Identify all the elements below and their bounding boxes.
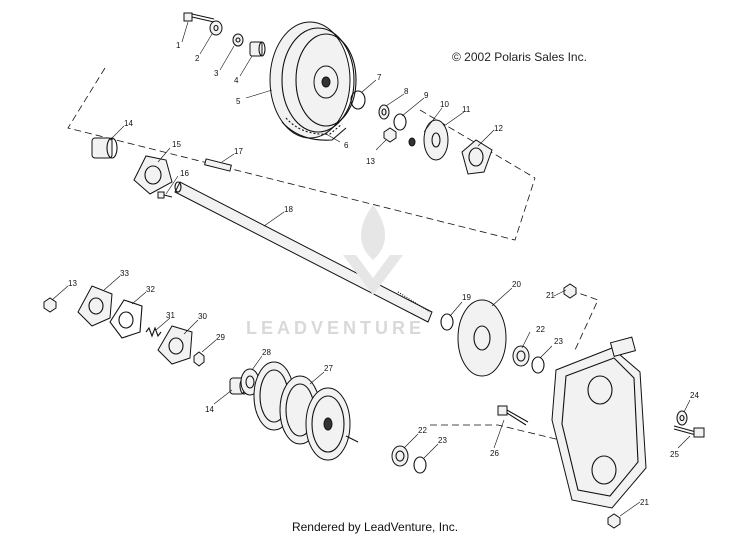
part-6-chain	[281, 117, 347, 141]
part-31-spring	[145, 326, 162, 338]
label-13-upper: 13	[366, 157, 375, 166]
label-2: 2	[195, 54, 200, 63]
label-27: 27	[324, 364, 333, 373]
label-21-upper: 21	[546, 291, 555, 300]
label-10: 10	[440, 100, 449, 109]
part-12-bearing-flange	[461, 139, 493, 175]
label-4: 4	[234, 76, 239, 85]
label-13-lower: 13	[68, 279, 77, 288]
part-21-nut-lower	[607, 513, 621, 529]
assembly-line-lower	[430, 424, 561, 441]
label-11: 11	[462, 105, 471, 114]
label-8: 8	[404, 87, 409, 96]
label-24: 24	[690, 391, 699, 400]
label-20: 20	[512, 280, 521, 289]
part-22-bearing-lower	[391, 445, 409, 467]
label-23-lower: 23	[438, 436, 447, 445]
label-26: 26	[490, 449, 499, 458]
part-24-washer	[676, 410, 688, 426]
footer-credit: Rendered by LeadVenture, Inc.	[291, 520, 459, 534]
part-13-nut-lower	[43, 297, 57, 313]
part-22-bearing-upper	[512, 345, 530, 367]
label-23-upper: 23	[554, 337, 563, 346]
label-28: 28	[262, 348, 271, 357]
part-5-pulley	[269, 21, 357, 139]
part-9-o-ring	[393, 113, 407, 131]
part-21-nut-upper	[563, 283, 577, 299]
part-20-brake-disc	[457, 299, 507, 377]
label-5: 5	[236, 97, 241, 106]
part-11-plate	[423, 119, 449, 161]
part-17-key	[204, 158, 232, 172]
gearcase-housing	[551, 336, 647, 509]
part-25-bolt	[673, 425, 705, 438]
part-1-bolt	[183, 12, 215, 23]
part-8-washer	[378, 104, 390, 120]
part-14-bearing-upper	[91, 137, 118, 159]
label-21-lower: 21	[640, 498, 649, 507]
leadventure-logo-mark	[343, 205, 403, 295]
part-26-bolt	[497, 405, 529, 426]
part-23-o-ring-upper	[531, 356, 545, 374]
part-13-nut-upper	[383, 127, 397, 143]
label-7: 7	[377, 73, 382, 82]
label-19: 19	[462, 293, 471, 302]
part-4-bushing	[249, 41, 266, 57]
part-32-gasket-plate	[109, 299, 143, 339]
label-14-lower: 14	[205, 405, 214, 414]
label-25: 25	[670, 450, 679, 459]
label-1: 1	[176, 41, 181, 50]
part-23-o-ring-lower	[413, 456, 427, 474]
part-27-drive-sprockets	[253, 361, 359, 461]
assembly-line-upper	[67, 67, 536, 241]
label-33: 33	[120, 269, 129, 278]
label-3: 3	[214, 69, 219, 78]
label-16: 16	[180, 169, 189, 178]
label-15: 15	[172, 140, 181, 149]
part-15-bearing-flange	[133, 155, 173, 195]
label-29: 29	[216, 333, 225, 342]
label-22-upper: 22	[536, 325, 545, 334]
label-30: 30	[198, 312, 207, 321]
part-30-bearing-flange	[157, 325, 193, 365]
part-labels: 1 2 3 4 5 6 7 8 9 10 11 12 13 14 15 16 1…	[68, 41, 699, 507]
label-31: 31	[166, 311, 175, 320]
assembly-line-lower-right	[569, 289, 599, 351]
label-12: 12	[494, 124, 503, 133]
part-29-nut	[193, 351, 205, 367]
copyright-notice: © 2002 Polaris Sales Inc.	[452, 50, 587, 64]
label-32: 32	[146, 285, 155, 294]
part-10-washer	[408, 137, 416, 147]
label-17: 17	[234, 147, 243, 156]
label-18: 18	[284, 205, 293, 214]
label-14-upper: 14	[124, 119, 133, 128]
part-16-bolt	[157, 191, 173, 199]
part-2-washer	[209, 20, 223, 36]
leader-lines	[51, 21, 691, 517]
part-33-bearing-flange	[77, 285, 113, 327]
part-3-washer	[232, 33, 244, 47]
label-22-lower: 22	[418, 426, 427, 435]
part-7-o-ring	[350, 90, 366, 110]
label-9: 9	[424, 91, 429, 100]
watermark: LEADVENTURE	[246, 318, 426, 338]
part-19-seal	[440, 313, 454, 331]
label-6: 6	[344, 141, 349, 150]
